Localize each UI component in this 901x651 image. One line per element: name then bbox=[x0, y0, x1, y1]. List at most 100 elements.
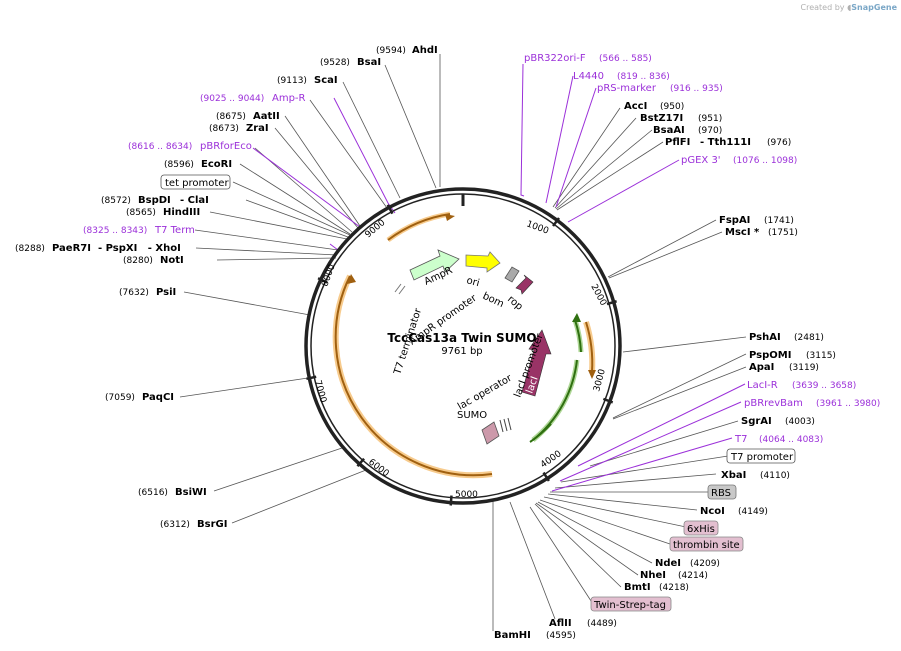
credit-prefix: Created by bbox=[800, 3, 845, 12]
enzyme-bspdi-extra: - ClaI bbox=[180, 195, 209, 206]
orange-arc-top bbox=[386, 211, 451, 243]
primer-prs-marker-range: (916 .. 935) bbox=[670, 84, 723, 94]
tick-mark bbox=[552, 217, 561, 227]
enzyme-scai-pos: (9113) bbox=[277, 76, 307, 86]
primer-laci-r-range: (3639 .. 3658) bbox=[792, 381, 856, 391]
enzyme-zrai-pos: (8673) bbox=[209, 124, 239, 134]
enzyme-zrai: ZraI bbox=[246, 123, 269, 134]
enzyme-xbai: XbaI bbox=[721, 470, 746, 481]
green-arc-3-line bbox=[529, 423, 552, 443]
orange-arc-right-line bbox=[585, 321, 594, 373]
enzyme-bstz17i-pos: (951) bbox=[698, 114, 722, 124]
enzyme-bsrgi: BsrGI bbox=[197, 519, 227, 530]
credit-brand: SnapGene bbox=[851, 3, 897, 12]
enzyme-bsrgi-pos: (6312) bbox=[160, 520, 190, 530]
enzyme-bsaai-pos: (970) bbox=[698, 126, 722, 136]
enzyme-paer7i-pos: (8288) bbox=[15, 244, 45, 254]
primer-t7term: T7 Term bbox=[154, 225, 195, 236]
feature-ori: ori bbox=[465, 275, 480, 289]
enzyme-scai: ScaI bbox=[314, 75, 338, 86]
enzyme-nhei: NheI bbox=[640, 570, 666, 581]
thrombin-site-label: thrombin site bbox=[673, 540, 740, 551]
enzyme-pflfi-extra: - Tth111I bbox=[700, 137, 751, 148]
orange-arc-top-arrow bbox=[445, 214, 455, 221]
enzyme-pflfi-pos: (976) bbox=[767, 138, 791, 148]
t7-promoter-label: T7 promoter bbox=[730, 452, 794, 463]
enzyme-pspomi: PspOMI bbox=[749, 350, 791, 361]
enzyme-bsai: BsaI bbox=[357, 57, 381, 68]
tet-promoter-box bbox=[160, 174, 231, 190]
enzyme-pflfi: PflFI bbox=[665, 137, 690, 148]
ori-arrow-shape bbox=[465, 251, 501, 273]
enzyme-sgrai: SgrAI bbox=[741, 416, 772, 427]
enzyme-pspomi-pos: (3115) bbox=[806, 351, 836, 361]
enzyme-paqci-pos: (7059) bbox=[105, 393, 135, 403]
tick-mark bbox=[449, 495, 453, 506]
t7-promoter-box bbox=[726, 448, 796, 464]
tick-8000: 8000 bbox=[320, 263, 337, 288]
enzyme-pshai-pos: (2481) bbox=[794, 333, 824, 343]
primer-leader-lines bbox=[252, 63, 746, 492]
primer-laci-r: LacI-R bbox=[747, 380, 778, 391]
thrombin-site-box bbox=[669, 536, 744, 552]
enzyme-bamhi: BamHI bbox=[494, 630, 531, 641]
enzyme-hindiii-pos: (8565) bbox=[126, 208, 156, 218]
primer-l4440-range: (819 .. 836) bbox=[617, 72, 670, 82]
tick-1000: 1000 bbox=[525, 219, 550, 236]
primer-pgex3: pGEX 3' bbox=[681, 155, 721, 166]
enzyme-sgrai-pos: (4003) bbox=[785, 417, 815, 427]
enzyme-apai: ApaI bbox=[749, 362, 774, 373]
tet-promoter-label: tet promoter bbox=[165, 178, 229, 189]
primer-t7term-range: (8325 .. 8343) bbox=[83, 226, 147, 236]
primer-pbr322ori-range: (566 .. 585) bbox=[599, 54, 652, 64]
tick-mark bbox=[386, 204, 394, 215]
primer-l4440: L4440 bbox=[573, 71, 604, 82]
6xhis-label: 6xHis bbox=[687, 524, 715, 535]
enzyme-aflii: AflII bbox=[549, 618, 572, 629]
enzyme-xbai-pos: (4110) bbox=[760, 471, 790, 481]
enzyme-ncoi: NcoI bbox=[700, 506, 725, 517]
enzyme-noti-pos: (8280) bbox=[123, 256, 153, 266]
t7-terminator-marks bbox=[394, 283, 406, 295]
enzyme-acci-pos: (950) bbox=[660, 102, 684, 112]
enzyme-bsai-pos: (9528) bbox=[320, 58, 350, 68]
ampr-arrow-shape bbox=[409, 249, 460, 281]
enzyme-pshai: PshAI bbox=[749, 332, 781, 343]
enzyme-bsaai: BsaAI bbox=[653, 125, 685, 136]
primer-prs-marker: pRS-marker bbox=[597, 83, 657, 94]
enzyme-paer7i: PaeR7I bbox=[52, 243, 91, 254]
enzyme-ndei: NdeI bbox=[655, 558, 681, 569]
6xhis-box bbox=[683, 520, 719, 536]
tick-marks bbox=[306, 204, 617, 506]
enzyme-fspai-pos: (1741) bbox=[764, 216, 794, 226]
enzyme-bmti: BmtI bbox=[624, 582, 651, 593]
tick-mark bbox=[606, 300, 617, 306]
enzyme-msci-pos: (1751) bbox=[768, 228, 798, 238]
rop-arrow-shape bbox=[515, 274, 534, 295]
enzyme-bsiwi: BsiWI bbox=[175, 487, 207, 498]
enzyme-noti: NotI bbox=[160, 255, 184, 266]
enzyme-ndei-pos: (4209) bbox=[690, 559, 720, 569]
backbone-outer bbox=[304, 187, 622, 505]
snapgene-credit: Created by ◖SnapGene bbox=[801, 3, 897, 12]
enzyme-psii-pos: (7632) bbox=[119, 288, 149, 298]
his-tag-stripes bbox=[499, 417, 512, 433]
bom-box-shape bbox=[504, 266, 520, 283]
primer-pbrforeco-range: (8616 .. 8634) bbox=[128, 142, 192, 152]
tick-mark bbox=[306, 375, 317, 381]
primer-pbrrevbam-range: (3961 .. 3980) bbox=[816, 399, 880, 409]
twin-strep-tag-box bbox=[590, 596, 672, 612]
green-arc-2-arrow bbox=[572, 313, 581, 322]
enzyme-acci: AccI bbox=[624, 101, 647, 112]
enzyme-bsiwi-pos: (6516) bbox=[138, 488, 168, 498]
tick-mark bbox=[542, 471, 550, 482]
feature-rop: rop bbox=[505, 294, 525, 313]
tick-mark bbox=[602, 397, 614, 404]
primer-ampr: Amp-R bbox=[272, 93, 306, 104]
sumo-box-shape bbox=[481, 421, 500, 445]
primer-pgex3-range: (1076 .. 1098) bbox=[733, 156, 797, 166]
orange-arc-left-arrow bbox=[347, 274, 356, 284]
enzyme-aatii-pos: (8675) bbox=[216, 112, 246, 122]
enzyme-ahdi: AhdI bbox=[412, 45, 438, 56]
primer-t7: T7 bbox=[734, 434, 747, 445]
